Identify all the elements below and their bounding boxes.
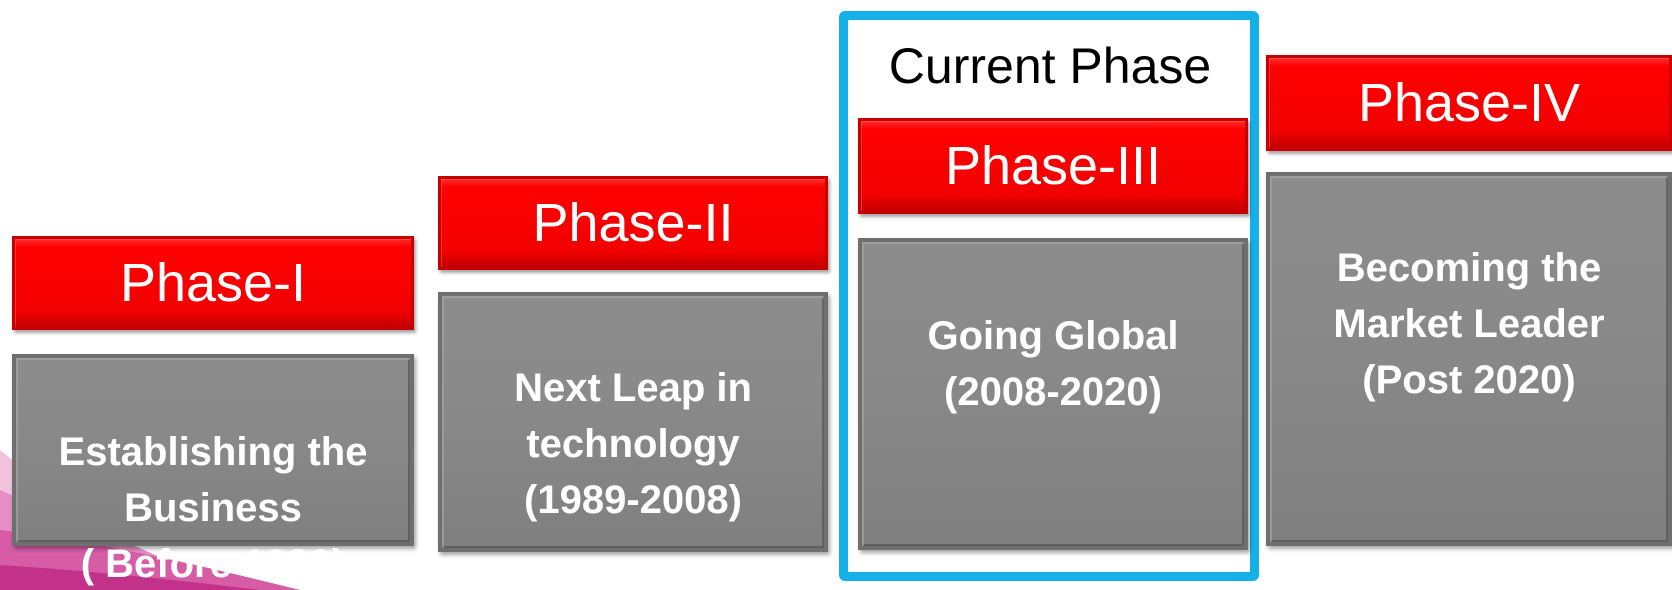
phase-4-body: Becoming the Market Leader (Post 2020)	[1266, 172, 1672, 546]
phase-2-body: Next Leap in technology (1989-2008)	[438, 292, 828, 552]
current-phase-frame	[839, 11, 1259, 581]
phase-3-header: Phase-III	[858, 118, 1248, 214]
phase-2-title: Phase-II	[532, 193, 734, 253]
phase-1-description: Establishing the Business ( Before 1989)	[58, 430, 368, 586]
phase-3-title: Phase-III	[944, 136, 1162, 196]
phase-4-header: Phase-IV	[1266, 55, 1672, 151]
phase-3-description: Going Global (2008-2020)	[927, 314, 1179, 414]
phase-2-description: Next Leap in technology (1989-2008)	[514, 366, 752, 522]
phase-1-body: Establishing the Business ( Before 1989)	[12, 354, 414, 586]
current-phase-label: Current Phase	[888, 38, 1212, 94]
phase-4-title: Phase-IV	[1357, 73, 1581, 133]
phase-1-header: Phase-I	[12, 236, 414, 330]
phase-1-title: Phase-I	[119, 253, 307, 313]
phase-2-header: Phase-II	[438, 176, 828, 270]
phase-4-description: Becoming the Market Leader (Post 2020)	[1333, 246, 1605, 402]
phase-3-body: Going Global (2008-2020)	[858, 238, 1248, 550]
